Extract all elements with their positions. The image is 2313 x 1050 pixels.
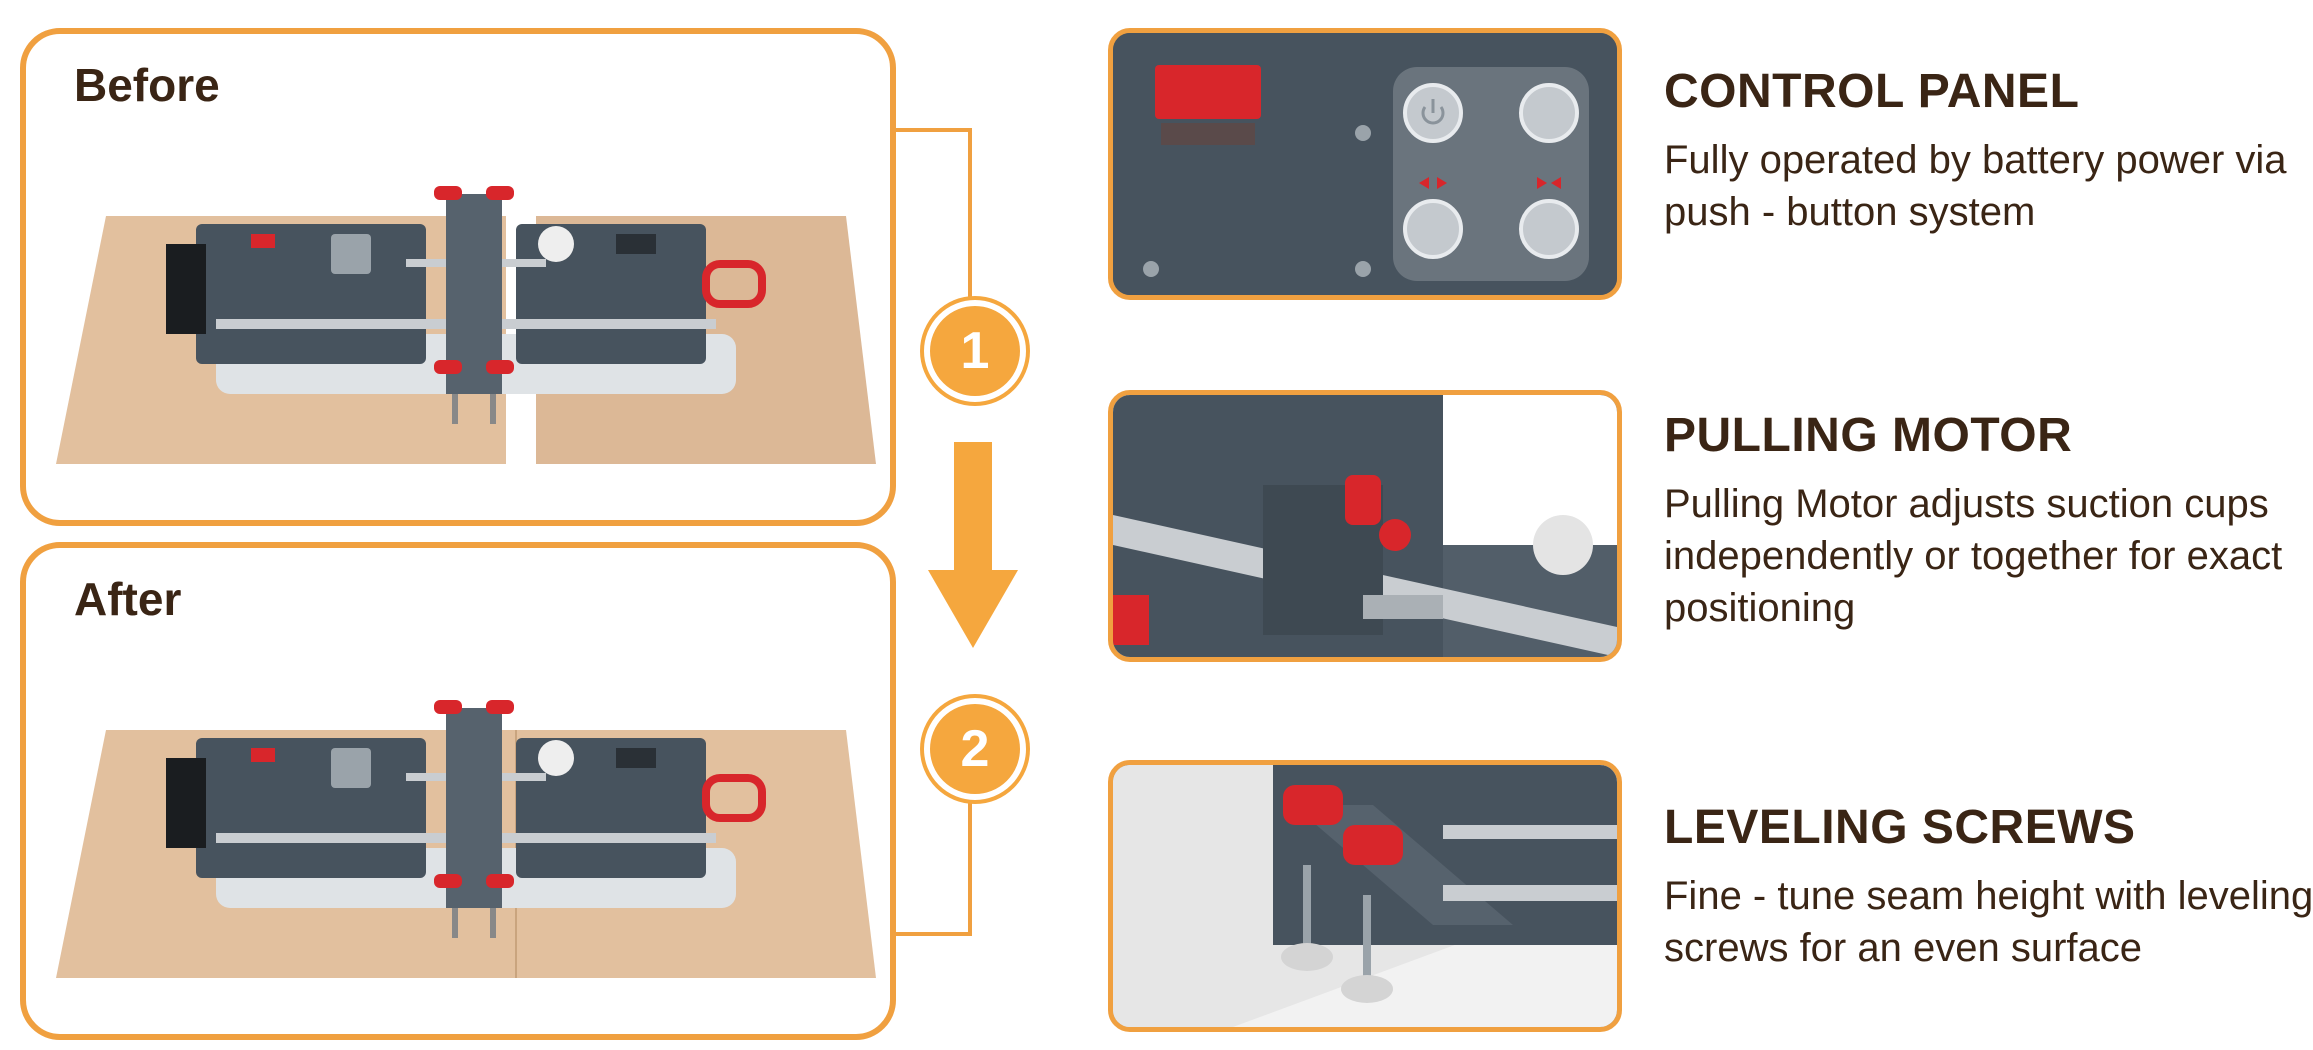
device-body-left	[196, 224, 426, 364]
leveling-screws-image	[1108, 760, 1622, 1032]
control-panel-title: CONTROL PANEL	[1664, 65, 2080, 118]
control-panel-image	[1108, 28, 1622, 300]
power-icon	[1421, 99, 1445, 125]
pulling-motor-title: PULLING MOTOR	[1664, 409, 2073, 462]
arrow-down-icon	[928, 442, 1018, 648]
before-title: Before	[74, 59, 220, 111]
device-body-left	[196, 738, 426, 878]
after-panel: After	[20, 542, 896, 1040]
control-panel-description: Fully operated by battery power via push…	[1664, 138, 2287, 234]
pulling-motor-description: Pulling Motor adjusts suction cups indep…	[1664, 482, 2283, 630]
leveling-screws-title: LEVELING SCREWS	[1664, 801, 2136, 854]
connector-top	[896, 128, 972, 308]
before-device-image	[56, 186, 876, 464]
after-title: After	[74, 573, 182, 625]
connector-bottom	[896, 790, 972, 936]
pulling-motor-image	[1108, 390, 1622, 662]
step-2-badge: 2	[924, 698, 1026, 800]
step-1-badge: 1	[924, 300, 1026, 402]
after-device-image	[56, 700, 876, 978]
before-panel: Before	[20, 28, 896, 526]
leveling-screws-description: Fine - tune seam height with leveling sc…	[1664, 874, 2313, 970]
